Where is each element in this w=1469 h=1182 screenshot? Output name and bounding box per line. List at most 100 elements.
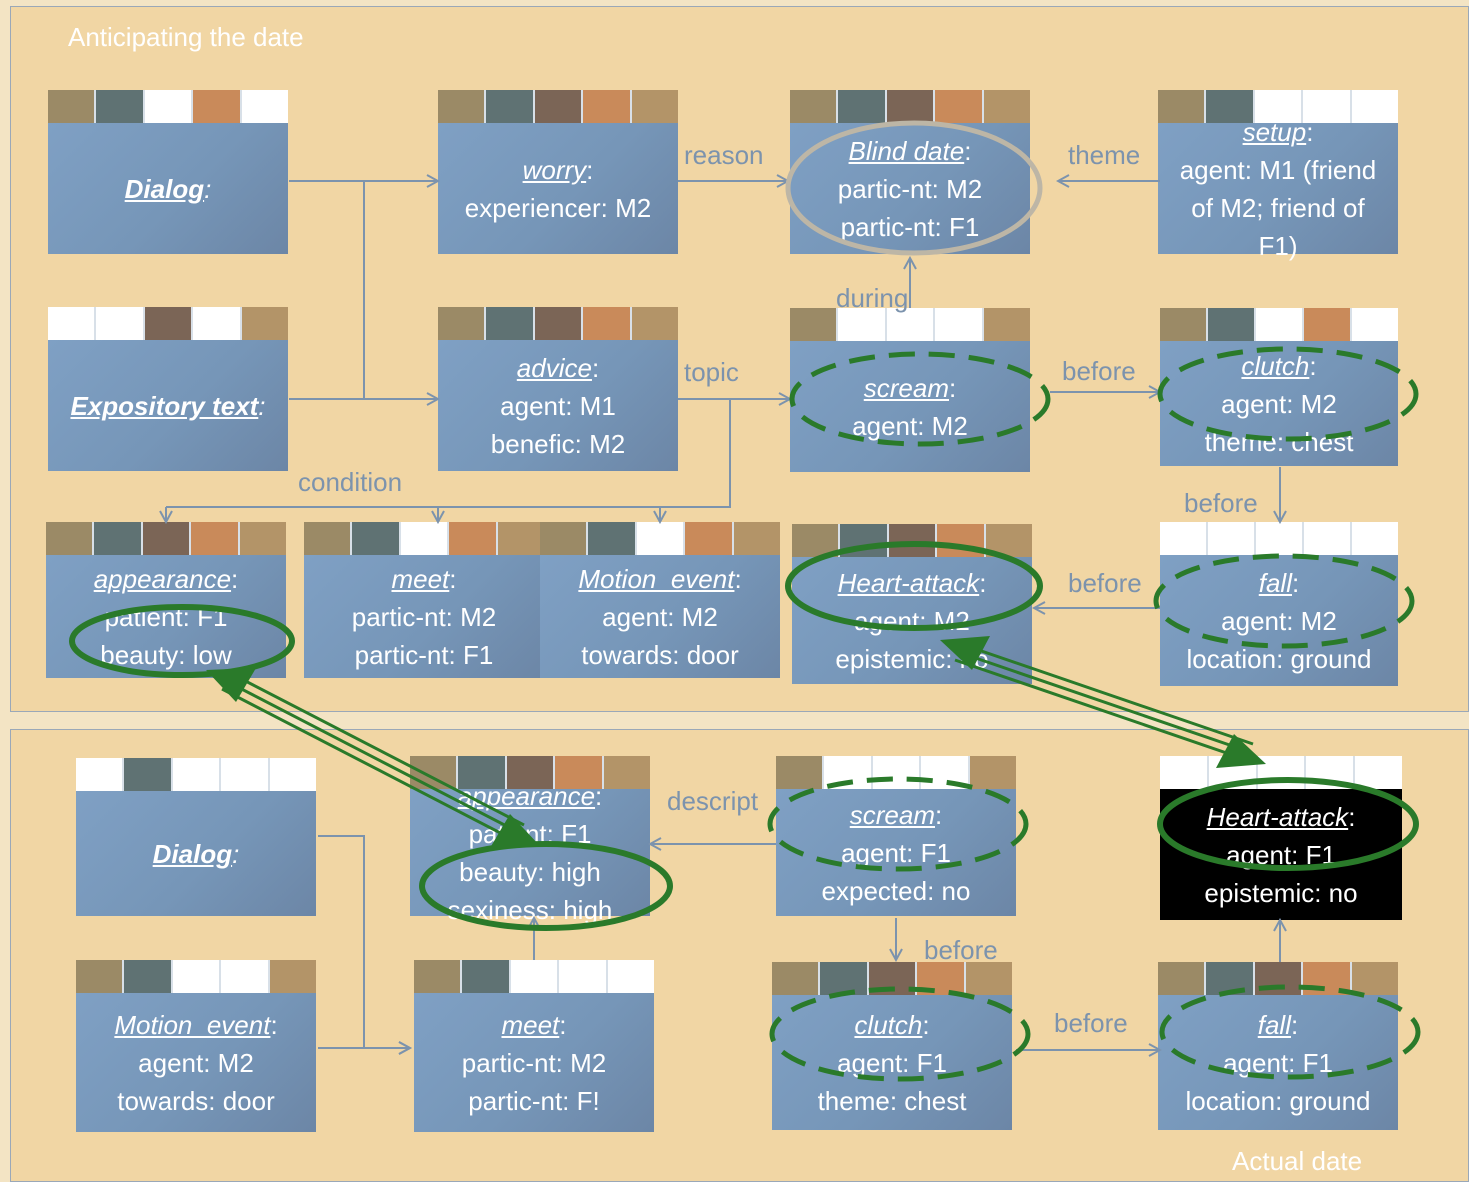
frame-body: fall:agent: M2location: ground <box>1160 555 1398 686</box>
color-strip <box>1158 962 1398 995</box>
frame-top-dialog: Dialog: <box>48 90 288 254</box>
frame-heading: setup: <box>1243 113 1314 151</box>
color-swatch <box>1158 962 1206 995</box>
color-swatch <box>986 524 1032 557</box>
color-swatch <box>1160 308 1208 341</box>
frame-role-line: of M2; friend of <box>1191 189 1364 227</box>
color-strip <box>76 758 316 791</box>
color-strip <box>48 307 288 340</box>
frame-role-line: agent: M2 <box>1221 602 1337 640</box>
frame-colon: : <box>595 781 602 811</box>
color-swatch <box>1352 308 1398 341</box>
color-swatch <box>193 307 241 340</box>
color-strip <box>772 962 1012 995</box>
color-swatch <box>937 524 985 557</box>
frame-heading: clutch: <box>854 1006 929 1044</box>
color-swatch <box>1352 962 1398 995</box>
frame-heading: meet: <box>501 1006 566 1044</box>
frame-body: meet:partic-nt: M2partic-nt: F1 <box>304 555 544 678</box>
color-swatch <box>414 960 462 993</box>
frame-predicate: fall <box>1258 1010 1291 1040</box>
color-strip <box>1160 308 1398 341</box>
color-swatch <box>869 962 917 995</box>
frame-role-line: agent: F1 <box>837 1044 947 1082</box>
color-swatch <box>486 90 534 123</box>
color-swatch <box>1208 308 1256 341</box>
frame-role-line: agent: F1 <box>1226 836 1336 874</box>
color-swatch <box>145 307 193 340</box>
frame-role-line: experiencer: M2 <box>465 189 651 227</box>
frame-role-line: agent: F1 <box>1223 1044 1333 1082</box>
frame-role-line: partic-nt: F1 <box>355 636 494 674</box>
frame-heading: scream: <box>864 369 956 407</box>
color-swatch <box>887 90 935 123</box>
color-swatch <box>242 90 288 123</box>
color-swatch <box>240 522 286 555</box>
color-swatch <box>559 960 607 993</box>
frame-colon: : <box>949 373 956 403</box>
color-swatch <box>143 522 191 555</box>
frame-colon: : <box>1309 351 1316 381</box>
frame-role-line: epistemic: no <box>1204 874 1357 912</box>
frame-worry: worry:experiencer: M2 <box>438 90 678 254</box>
frame-body: meet:partic-nt: M2partic-nt: F! <box>414 993 654 1132</box>
frame-role-line: location: ground <box>1185 1082 1370 1120</box>
color-swatch <box>270 758 316 791</box>
color-swatch <box>535 90 583 123</box>
color-swatch <box>1160 756 1209 789</box>
frame-role-line: agent: F1 <box>841 834 951 872</box>
frame-predicate: clutch <box>1241 351 1309 381</box>
frame-role-line: agent: M1 (friend <box>1180 151 1377 189</box>
frame-predicate: Heart-attack <box>1207 802 1349 832</box>
color-strip <box>792 524 1032 557</box>
frame-role-line: beauty: high <box>459 853 601 891</box>
frame-role-line: patient: F1 <box>105 598 228 636</box>
frame-role-line: towards: door <box>117 1082 275 1120</box>
relation-before-fall-heart: before <box>1068 568 1142 599</box>
frame-role-line: partic-nt: F! <box>468 1082 599 1120</box>
frame-role-line: towards: door <box>581 636 739 674</box>
color-swatch <box>124 758 172 791</box>
frame-role-line: agent: M2 <box>852 407 968 445</box>
frame-body: Motion_event:agent: M2towards: door <box>76 993 316 1132</box>
relation-before-bscream-bclutch: before <box>924 935 998 966</box>
frame-heading: Dialog: <box>153 835 240 873</box>
frame-bot-motion: Motion_event:agent: M2towards: door <box>76 960 316 1132</box>
frame-role-line: sexiness: high <box>448 891 613 929</box>
frame-role-line: theme: chest <box>1205 423 1354 461</box>
frame-predicate: meet <box>391 564 449 594</box>
frame-heading: appearance: <box>458 777 603 815</box>
color-strip <box>1160 522 1398 555</box>
color-swatch <box>935 308 983 341</box>
frame-heading: Heart-attack: <box>1207 798 1356 836</box>
frame-colon: : <box>231 564 238 594</box>
color-swatch <box>632 90 678 123</box>
color-swatch <box>242 307 288 340</box>
color-swatch <box>48 307 96 340</box>
color-swatch <box>221 758 269 791</box>
frame-heading: clutch: <box>1241 347 1316 385</box>
frame-role-line: patient: F1 <box>469 815 592 853</box>
color-swatch <box>173 960 221 993</box>
frame-heading: Blind date: <box>849 132 972 170</box>
frame-body: Dialog: <box>76 791 316 916</box>
color-swatch <box>304 522 352 555</box>
frame-predicate: setup <box>1243 117 1307 147</box>
relation-before-bclutch-bfall: before <box>1054 1008 1128 1039</box>
color-strip <box>790 90 1030 123</box>
color-strip <box>790 308 1030 341</box>
frame-colon: : <box>1348 802 1355 832</box>
frame-role-line: partic-nt: M2 <box>352 598 497 636</box>
color-swatch <box>94 522 142 555</box>
frame-role-line: theme: chest <box>818 1082 967 1120</box>
frame-heading: Dialog: <box>125 170 212 208</box>
frame-heading: meet: <box>391 560 456 598</box>
frame-predicate: clutch <box>854 1010 922 1040</box>
frame-role-line: partic-nt: M2 <box>838 170 983 208</box>
frame-colon: : <box>449 564 456 594</box>
